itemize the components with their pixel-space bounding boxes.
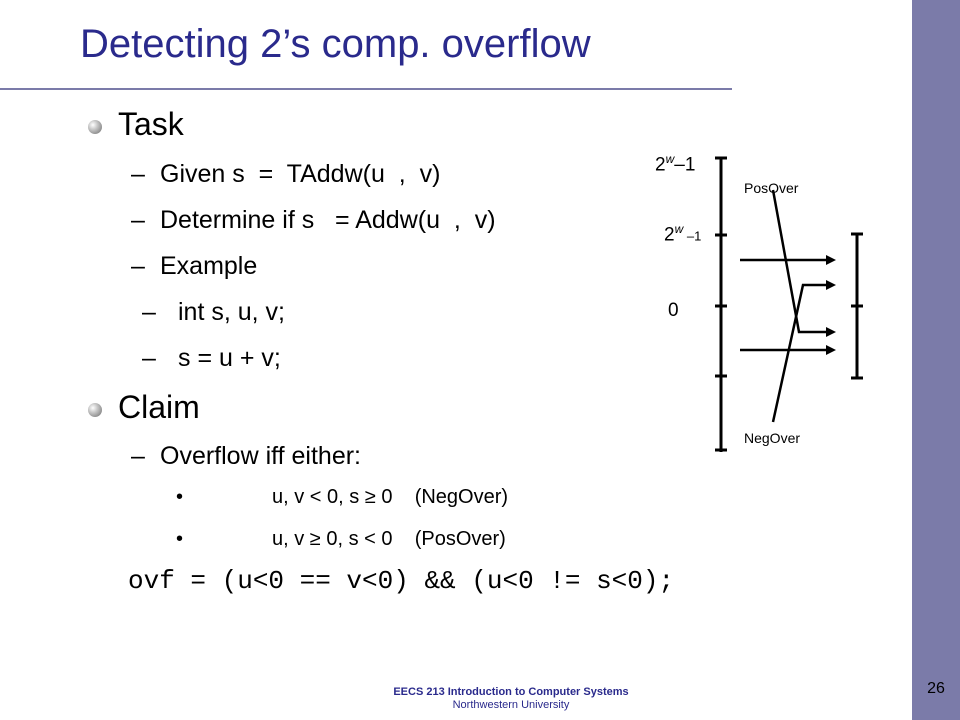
task-heading: Task: [118, 106, 184, 142]
footer-school: Northwestern University: [452, 699, 570, 711]
condition-negover: u, v < 0, s ≥ 0 (NegOver): [272, 486, 509, 508]
task-item-dash: –: [131, 160, 145, 188]
task-item-given: Given s = TAddw(u , v): [160, 160, 441, 188]
title-underline: [0, 88, 732, 90]
task-item-dash: –: [142, 298, 156, 326]
claim-item-overflow: Overflow iff either:: [160, 442, 362, 470]
claim-bullet-icon: [88, 403, 102, 417]
task-item-dash: –: [131, 206, 145, 234]
label-negover: NegOver: [744, 430, 801, 446]
task-item-dash: –: [142, 344, 156, 372]
condition-bullet: •: [176, 486, 184, 508]
slide-number: 26: [927, 680, 945, 697]
slide-sidebar: [912, 0, 960, 720]
label-posover: PosOver: [744, 180, 799, 196]
label-zero: 0: [668, 300, 679, 321]
label-two-w-minus-one-lower: 2w –1: [664, 222, 702, 246]
overflow-diagram: 2w–1 2w –1 0 PosOver NegOver: [640, 140, 900, 470]
condition-posover: u, v ≥ 0, s < 0 (PosOver): [272, 528, 506, 550]
footer-course: EECS 213 Introduction to Computer System…: [393, 686, 629, 698]
task-item-dash: –: [131, 252, 145, 280]
task-item-example: Example: [160, 252, 258, 280]
slide-title: Detecting 2’s comp. overflow: [80, 22, 591, 66]
overflow-mapping-lines: [715, 156, 863, 452]
claim-heading: Claim: [118, 389, 200, 425]
condition-bullet: •: [176, 528, 184, 550]
task-item-determine: Determine if s = Addw(u , v): [160, 206, 496, 234]
task-item-sum: s = u + v;: [178, 344, 281, 372]
label-two-w-minus-one: 2w–1: [655, 152, 696, 176]
task-item-declaration: int s, u, v;: [178, 298, 285, 326]
claim-item-dash: –: [131, 442, 145, 470]
task-bullet-icon: [88, 120, 102, 134]
overflow-code-line: ovf = (u<0 == v<0) && (u<0 != s<0);: [128, 566, 675, 596]
